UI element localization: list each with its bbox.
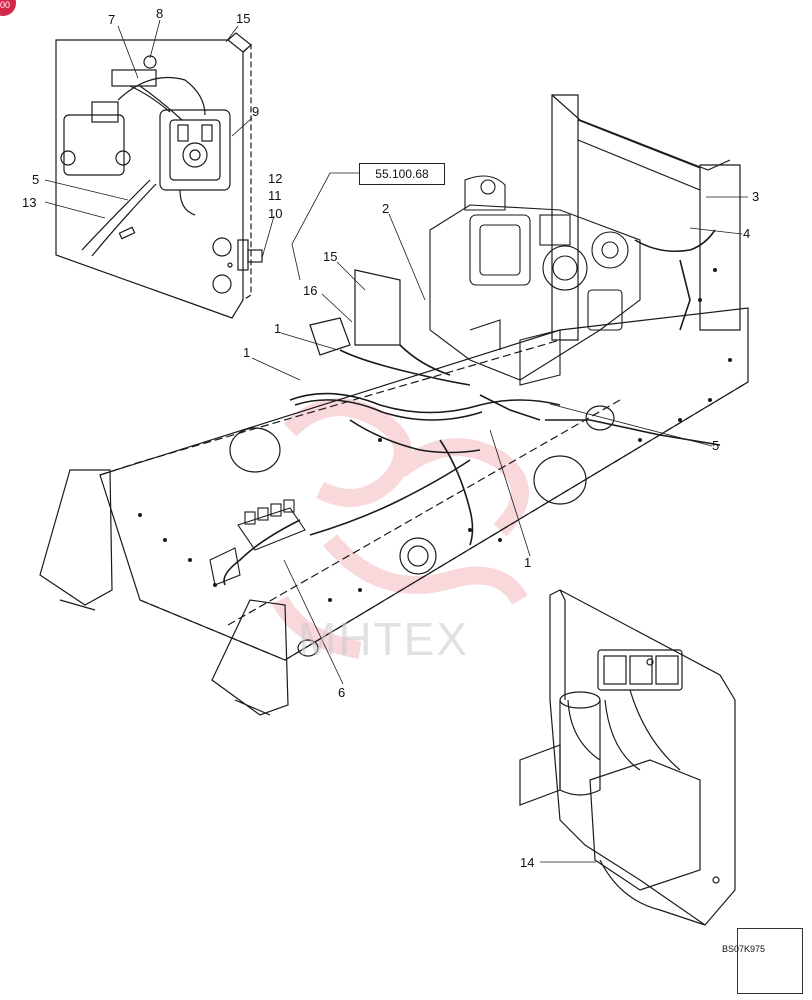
callout-2: 2 [382, 201, 390, 216]
callout-1-b: 1 [243, 345, 251, 360]
callout-15-inset: 15 [236, 11, 251, 26]
callout-5-inset: 5 [32, 172, 40, 187]
callout-9: 9 [252, 104, 260, 119]
engine-assembly [429, 175, 641, 386]
inset-battery-plate [519, 589, 736, 926]
reference-box-label: 55.100.68 [375, 167, 429, 181]
callout-10: 10 [268, 206, 283, 221]
watermark-text: MHTEX [298, 613, 469, 665]
main-frame [39, 94, 749, 716]
leader-lines [44, 19, 748, 863]
callout-13: 13 [22, 195, 37, 210]
figure-id: BS07K975 [722, 944, 766, 954]
callout-11: 11 [268, 188, 282, 203]
corner-badge: 00 [0, 0, 16, 16]
callout-8: 8 [156, 6, 164, 21]
callout-7: 7 [108, 12, 116, 27]
callout-15-main: 15 [323, 249, 338, 264]
callout-4: 4 [743, 226, 751, 241]
inset-mount-plate [55, 32, 263, 319]
next-page-button[interactable] [737, 928, 803, 994]
callout-1-a: 1 [274, 321, 282, 336]
callout-6: 6 [338, 685, 346, 700]
callout-5-main: 5 [712, 438, 720, 453]
valve-manifold [209, 499, 306, 586]
reference-box-55-100-68[interactable]: 55.100.68 [359, 163, 445, 185]
callout-1-c: 1 [524, 555, 532, 570]
callout-3: 3 [752, 189, 760, 204]
wire-harness [223, 229, 721, 586]
callout-16: 16 [303, 283, 318, 298]
callout-14: 14 [520, 855, 535, 870]
callout-12: 12 [268, 171, 283, 186]
